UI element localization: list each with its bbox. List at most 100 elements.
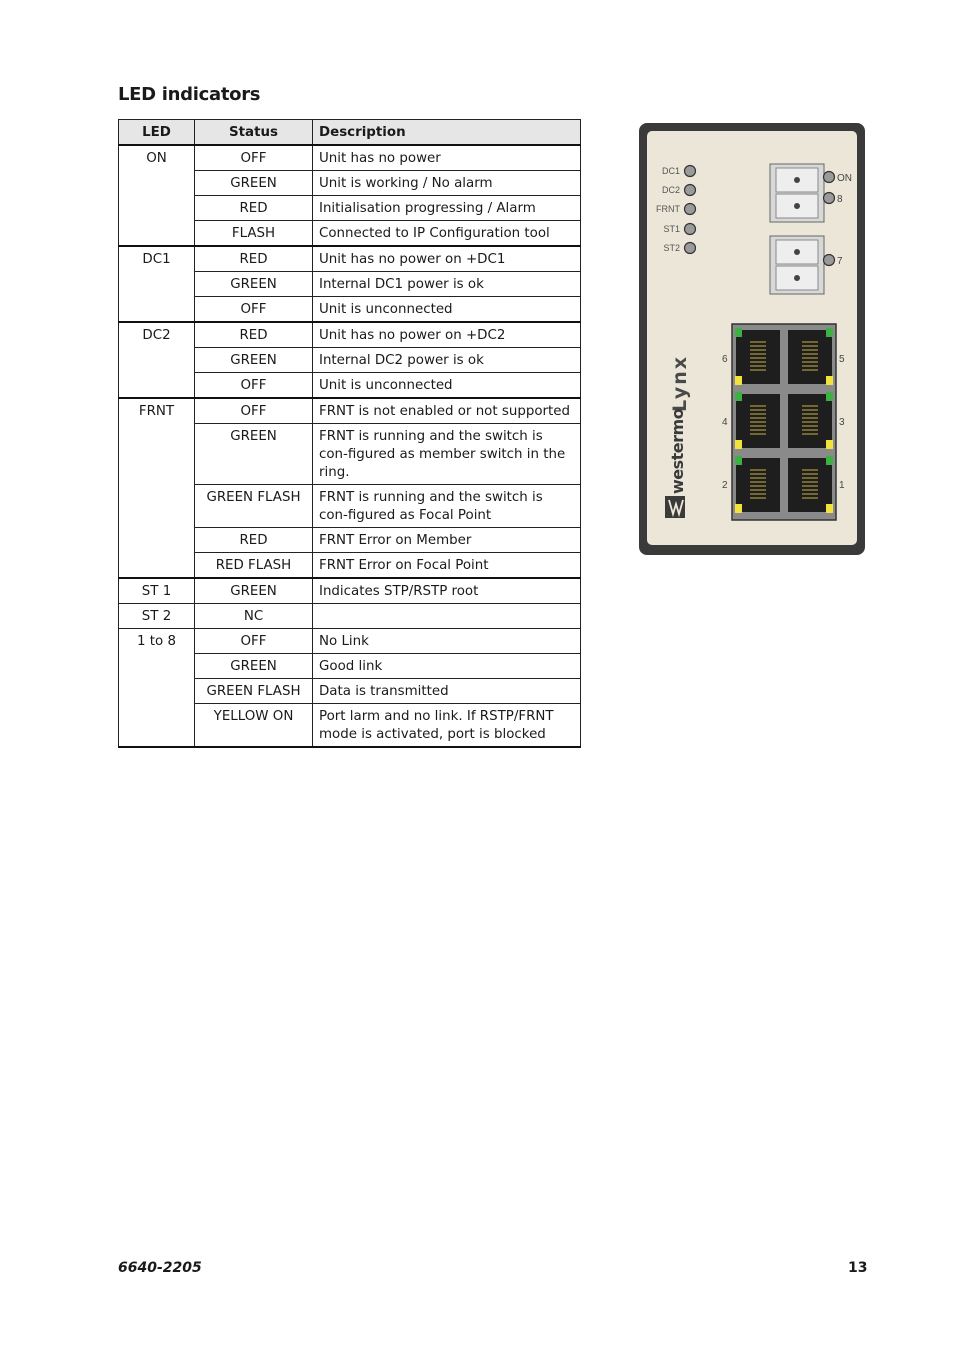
table-row: FLASH Connected to IP Configuration tool	[119, 220, 581, 247]
status-cell: YELLOW ON	[194, 703, 313, 748]
table-row: FRNT OFF FRNT is not enabled or not supp…	[118, 397, 581, 579]
table-row: RED FRNT Error on Member	[119, 527, 581, 553]
description-cell: FRNT is not enabled or not supported	[312, 397, 581, 424]
led-label-frnt: FRNT	[656, 204, 680, 214]
status-cell: OFF	[194, 397, 313, 424]
status-cell: GREEN FLASH	[194, 484, 313, 528]
led-label-7: 7	[837, 256, 843, 267]
status-cell: GREEN	[194, 653, 313, 679]
led-indicator-table: LED Status Description ON OFF Unit has n…	[118, 119, 581, 748]
description-cell: Port larm and no link. If RSTP/FRNT mode…	[312, 703, 581, 748]
status-cell: OFF	[194, 372, 313, 399]
description-cell: FRNT Error on Member	[312, 527, 581, 553]
table-row: YELLOW ON Port larm and no link. If RSTP…	[119, 703, 581, 748]
led-label-on: ON	[837, 173, 852, 184]
led-cell: 1 to 8	[118, 628, 195, 748]
table-row: DC1 RED Unit has no power on +DC1	[118, 245, 581, 323]
led-dc1	[683, 164, 697, 178]
header-led: LED	[118, 119, 195, 146]
status-cell: GREEN	[194, 423, 313, 485]
table-row: GREEN FLASH Data is transmitted	[119, 678, 581, 704]
description-cell: FRNT is running and the switch is con-fi…	[312, 484, 581, 528]
description-cell: Unit is working / No alarm	[312, 170, 581, 196]
table-row: GREEN FRNT is running and the switch is …	[119, 423, 581, 485]
table-row: OFF Unit is unconnected	[119, 372, 581, 399]
product-name: Lynx	[669, 355, 691, 412]
table-row: GREEN FLASH FRNT is running and the swit…	[119, 484, 581, 528]
table-header-row: LED Status Description	[118, 119, 581, 146]
led-st1	[683, 222, 697, 236]
description-cell: FRNT is running and the switch is con-fi…	[312, 423, 581, 485]
description-cell: Good link	[312, 653, 581, 679]
table-row: DC2 RED Unit has no power on +DC2	[118, 321, 581, 399]
port-label-6: 6	[722, 354, 728, 365]
status-cell: GREEN	[194, 347, 313, 373]
port-label-1: 1	[839, 480, 845, 491]
status-cell: NC	[194, 603, 313, 629]
header-description: Description	[312, 119, 581, 146]
section-title: LED indicators	[118, 84, 261, 105]
led-cell: ST 2	[118, 603, 195, 629]
port-label-2: 2	[722, 480, 728, 491]
table-row: RED FLASH FRNT Error on Focal Point	[119, 552, 581, 579]
description-cell: Internal DC2 power is ok	[312, 347, 581, 373]
status-cell: GREEN	[194, 271, 313, 297]
led-label-st2: ST2	[663, 243, 680, 253]
description-cell	[312, 603, 581, 629]
status-cell: RED	[194, 245, 313, 272]
table-row: OFF Unit is unconnected	[119, 296, 581, 323]
port-label-4: 4	[722, 417, 728, 428]
brand-wordmark: westermo	[668, 408, 687, 494]
table-row: RED Initialisation progressing / Alarm	[119, 195, 581, 221]
description-cell: Unit has no power	[312, 144, 581, 171]
led-port-8	[822, 191, 836, 205]
led-cell: FRNT	[118, 397, 195, 579]
description-cell: FRNT Error on Focal Point	[312, 552, 581, 579]
led-label-8: 8	[837, 194, 843, 205]
description-cell: Connected to IP Configuration tool	[312, 220, 581, 247]
description-cell: No Link	[312, 628, 581, 654]
table-row: ST 2 NC	[118, 603, 581, 629]
description-cell: Indicates STP/RSTP root	[312, 577, 581, 604]
device-front-panel-illustration: DC1 DC2 FRNT ST1 ST2 ON 8 7	[639, 123, 865, 555]
table-row: ST 1 GREEN Indicates STP/RSTP root	[118, 577, 581, 604]
status-cell: GREEN	[194, 577, 313, 604]
status-cell: OFF	[194, 296, 313, 323]
led-label-dc2: DC2	[662, 185, 680, 195]
led-dc2	[683, 183, 697, 197]
led-label-st1: ST1	[663, 224, 680, 234]
status-cell: FLASH	[194, 220, 313, 247]
description-cell: Unit has no power on +DC1	[312, 245, 581, 272]
status-cell: OFF	[194, 628, 313, 654]
description-cell: Unit is unconnected	[312, 296, 581, 323]
port-label-3: 3	[839, 417, 845, 428]
document-number: 6640-2205	[118, 1260, 202, 1276]
rj45-port-block	[731, 323, 837, 521]
table-row: 1 to 8 OFF No Link	[118, 628, 581, 748]
status-cell: RED	[194, 321, 313, 348]
header-status: Status	[194, 119, 313, 146]
fiber-port-7	[769, 235, 825, 295]
brand-logo: westermo	[665, 408, 687, 518]
table-row: ON OFF Unit has no power	[118, 144, 581, 247]
description-cell: Data is transmitted	[312, 678, 581, 704]
led-cell: DC2	[118, 321, 195, 399]
page-number: 13	[848, 1260, 868, 1276]
led-st2	[683, 241, 697, 255]
status-cell: OFF	[194, 144, 313, 171]
led-label-dc1: DC1	[662, 166, 680, 176]
led-cell: ST 1	[118, 577, 195, 604]
status-cell: RED	[194, 195, 313, 221]
fiber-port-8	[769, 163, 825, 223]
status-cell: RED	[194, 527, 313, 553]
led-on	[822, 170, 836, 184]
led-frnt	[683, 202, 697, 216]
led-cell: DC1	[118, 245, 195, 323]
led-port-7	[822, 253, 836, 267]
description-cell: Unit has no power on +DC2	[312, 321, 581, 348]
description-cell: Internal DC1 power is ok	[312, 271, 581, 297]
table-row: GREEN Internal DC1 power is ok	[119, 271, 581, 297]
description-cell: Initialisation progressing / Alarm	[312, 195, 581, 221]
table-row: GREEN Unit is working / No alarm	[119, 170, 581, 196]
port-label-5: 5	[839, 354, 845, 365]
